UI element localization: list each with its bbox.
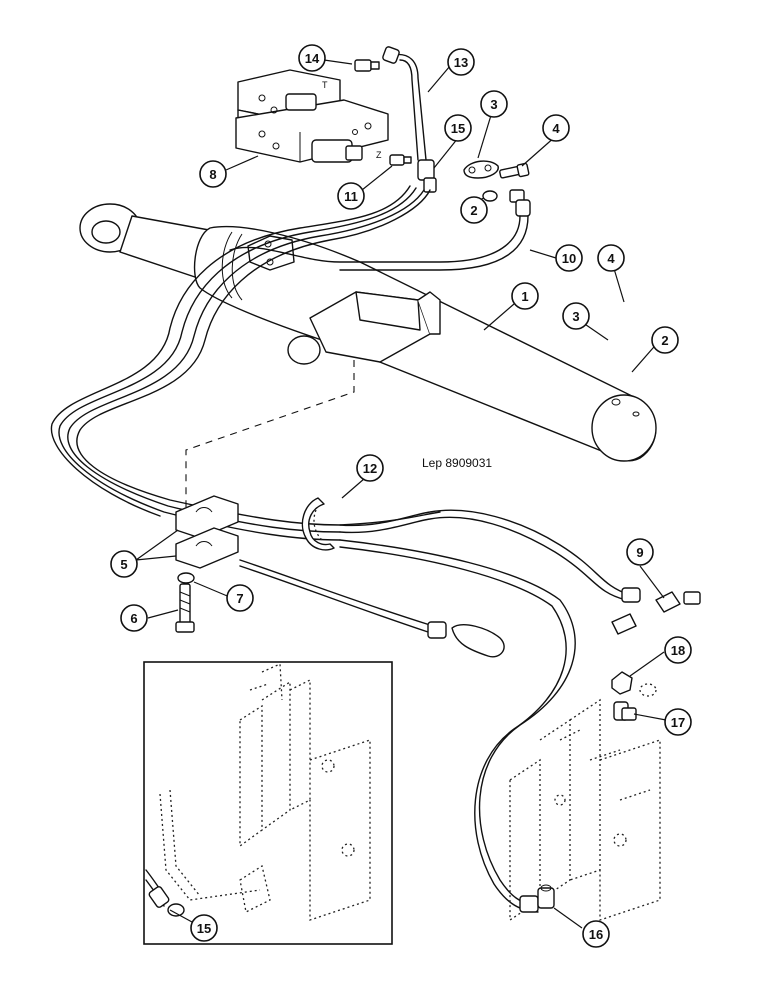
callout-4b: 4 [597, 244, 625, 272]
svg-text:14: 14 [305, 51, 320, 66]
callout-11: 11 [337, 182, 365, 210]
fitting-14 [354, 59, 380, 72]
detail-inset [143, 661, 393, 945]
callout-12: 12 [356, 454, 384, 482]
callout-13: 13 [447, 48, 475, 76]
svg-text:4: 4 [607, 251, 615, 266]
drawing-reference: Lep 8909031 [422, 456, 492, 470]
svg-text:5: 5 [120, 557, 127, 572]
svg-text:3: 3 [490, 97, 497, 112]
svg-text:7: 7 [236, 591, 243, 606]
elbow-15-top [417, 159, 437, 193]
hose-end-fitting [427, 621, 505, 658]
callout-14: 14 [298, 44, 326, 72]
svg-text:9: 9 [636, 545, 643, 560]
svg-text:3: 3 [572, 309, 579, 324]
callout-7: 7 [226, 584, 254, 612]
callout-1: 1 [511, 282, 539, 310]
valve-bank-right [509, 698, 661, 922]
callout-3b: 3 [562, 302, 590, 330]
svg-text:6: 6 [130, 611, 137, 626]
strap-12 [301, 497, 335, 551]
fitting-9 [611, 587, 701, 635]
svg-text:10: 10 [562, 251, 576, 266]
valve-block [235, 69, 389, 163]
svg-text:13: 13 [454, 55, 468, 70]
callout-16: 16 [582, 920, 610, 948]
callout-18: 18 [664, 636, 692, 664]
bolt-4-top [499, 162, 530, 179]
cylinder-1 [79, 203, 657, 462]
svg-text:17: 17 [671, 715, 685, 730]
svg-text:2: 2 [661, 333, 668, 348]
port-label-t: T [322, 80, 328, 90]
clamp-half-3-top [463, 160, 499, 179]
o-ring-2-top [482, 190, 498, 202]
bolt-6 [175, 583, 195, 633]
callout-17: 17 [664, 708, 692, 736]
svg-text:11: 11 [344, 189, 358, 204]
fitting-17 [613, 701, 637, 721]
svg-text:16: 16 [589, 927, 603, 942]
svg-text:8: 8 [209, 167, 216, 182]
callout-15b: 15 [190, 914, 218, 942]
fitting-18 [611, 671, 633, 695]
port-label-z: Z [376, 150, 382, 160]
elbow-hose-10 [509, 189, 531, 217]
svg-text:4: 4 [552, 121, 560, 136]
callout-2b: 2 [651, 326, 679, 354]
fitting-11 [389, 154, 412, 166]
svg-text:1: 1 [521, 289, 528, 304]
callout-15a: 15 [444, 114, 472, 142]
callout-9: 9 [626, 538, 654, 566]
svg-text:2: 2 [470, 203, 477, 218]
leader-lines [135, 59, 667, 929]
hose-bundle [50, 185, 631, 913]
callout-2a: 2 [460, 196, 488, 224]
svg-text:15: 15 [451, 121, 465, 136]
callout-8: 8 [199, 160, 227, 188]
svg-text:15: 15 [197, 921, 211, 936]
callout-5: 5 [110, 550, 138, 578]
callout-10: 10 [555, 244, 583, 272]
callout-4a: 4 [542, 114, 570, 142]
callout-3a: 3 [480, 90, 508, 118]
callout-6: 6 [120, 604, 148, 632]
hose-clamp-5 [175, 495, 239, 569]
svg-text:18: 18 [671, 643, 685, 658]
washer-7 [177, 572, 195, 584]
elbow-16 [519, 884, 555, 913]
svg-text:12: 12 [363, 461, 377, 476]
